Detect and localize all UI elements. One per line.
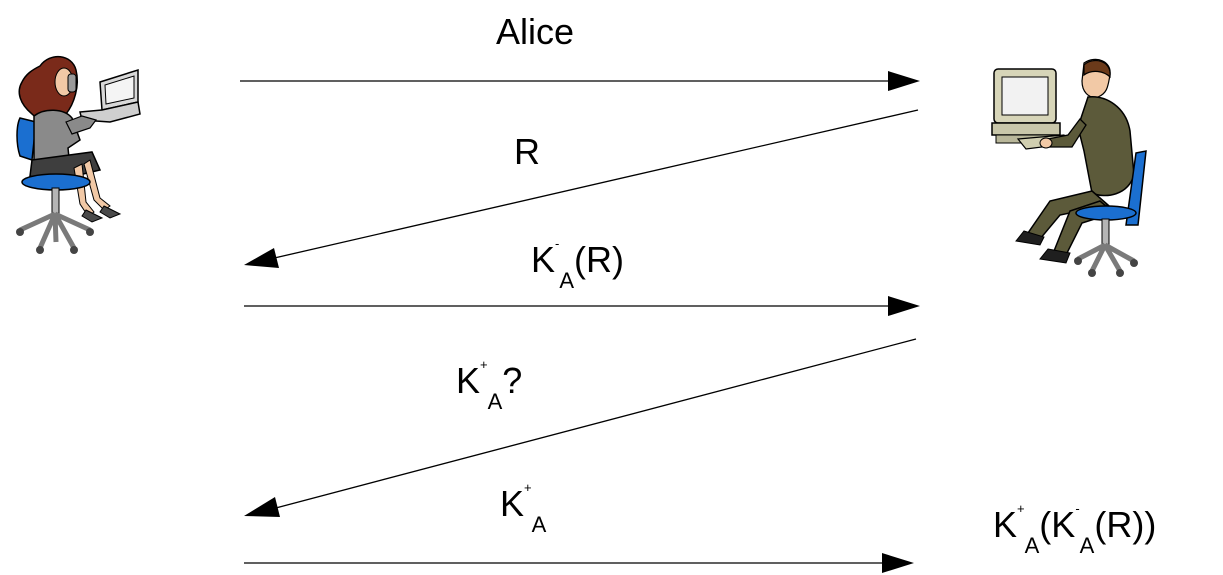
key-symbol: K xyxy=(531,239,556,280)
public-key-superscript: + xyxy=(1017,501,1025,516)
signed-nonce-rest: (R) xyxy=(574,239,625,280)
message-alice-label: Alice xyxy=(496,14,574,50)
private-key-superscript: - xyxy=(555,236,560,251)
question-mark: ? xyxy=(502,360,523,401)
verification-result-label: K+A(K-A(R)) xyxy=(993,502,1156,557)
public-key-superscript: + xyxy=(524,480,532,495)
arrow-alice xyxy=(240,71,920,91)
message-r-label: R xyxy=(514,134,540,170)
arrow-signed-nonce xyxy=(244,296,920,316)
key-owner-subscript: A xyxy=(487,389,503,414)
key-symbol: K xyxy=(456,360,481,401)
inner-key-owner-subscript: A xyxy=(1079,533,1095,558)
message-public-key-request-label: K+ A? xyxy=(456,358,522,413)
key-owner-subscript: A xyxy=(559,268,575,293)
private-key-superscript: - xyxy=(1075,501,1080,516)
arrow-public-key-request xyxy=(244,338,917,517)
arrow-public-key xyxy=(244,553,914,573)
key-symbol: K xyxy=(500,483,525,524)
key-owner-subscript: A xyxy=(531,512,547,537)
open-paren: ( xyxy=(1039,504,1052,545)
public-key-superscript: + xyxy=(480,357,488,372)
arrow-r xyxy=(244,109,919,268)
outer-key-owner-subscript: A xyxy=(1024,533,1040,558)
woman-at-laptop-icon xyxy=(16,56,141,254)
outer-key-symbol: K xyxy=(993,504,1018,545)
message-r-text: R xyxy=(514,131,540,172)
man-at-desktop-computer-icon xyxy=(991,58,1147,277)
inner-key-symbol: K xyxy=(1051,504,1076,545)
result-rest: (R)) xyxy=(1094,504,1157,545)
message-signed-nonce-label: K- A(R) xyxy=(531,237,624,292)
message-alice-text: Alice xyxy=(496,11,575,52)
message-public-key-label: K+ A xyxy=(500,481,546,536)
